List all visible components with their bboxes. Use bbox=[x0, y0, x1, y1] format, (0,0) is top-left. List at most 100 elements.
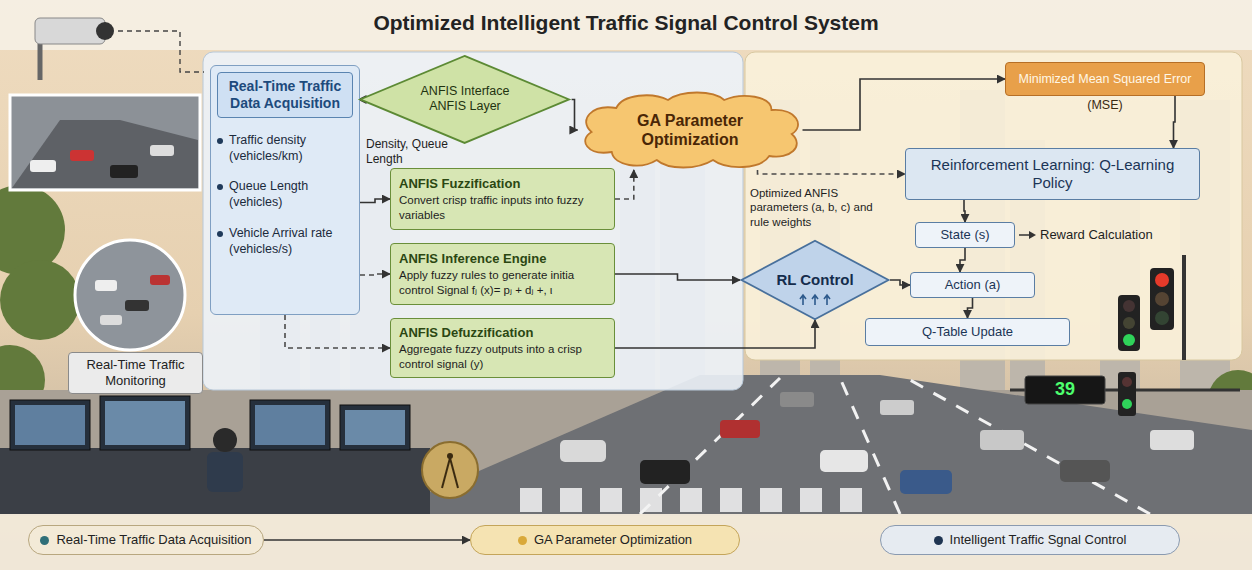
connector bbox=[890, 280, 910, 285]
cars bbox=[900, 470, 952, 494]
crosswalk bbox=[560, 488, 582, 512]
update-box: Q-Table Update bbox=[865, 318, 1070, 346]
optimizer-cloud: GA Parameter Optimization bbox=[578, 90, 803, 170]
traffic-lights bbox=[1123, 334, 1135, 346]
cars bbox=[880, 400, 914, 415]
diamond-label: ANFIS Interface ANFIS Layer bbox=[410, 84, 520, 114]
connector bbox=[572, 100, 578, 131]
traffic-camera bbox=[38, 44, 43, 80]
traffic-lights bbox=[1123, 317, 1135, 329]
bullet-dot bbox=[217, 138, 223, 144]
bullet-row: Queue Length (vehicles) bbox=[217, 178, 353, 211]
box-title: Q-Table Update bbox=[922, 324, 1013, 340]
legend-dot bbox=[518, 536, 527, 545]
input-panel: Real-Time Traffic Data AcquisitionTraffi… bbox=[210, 65, 360, 315]
control-room bbox=[105, 401, 185, 445]
control-room bbox=[255, 405, 325, 445]
box-title: Minimized Mean Squared Error bbox=[1014, 72, 1196, 87]
box-title: ANFIS Fuzzification bbox=[399, 176, 606, 192]
footer-pill: Real-Time Traffic Data Acquisition bbox=[28, 525, 264, 555]
monitor-label: Real-Time Traffic Monitoring bbox=[68, 352, 203, 394]
control-room bbox=[213, 428, 237, 452]
process-box: ANFIS FuzzificationConvert crisp traffic… bbox=[390, 168, 615, 230]
antenna-badge bbox=[422, 442, 478, 498]
cars bbox=[780, 392, 814, 407]
legend-dot bbox=[40, 536, 49, 545]
monitoring-inset bbox=[125, 300, 149, 311]
up-arrow bbox=[824, 295, 830, 305]
result-box: Minimized Mean Squared Error(MSE) bbox=[1005, 62, 1205, 96]
connector bbox=[758, 170, 906, 174]
traffic-photo-inset bbox=[70, 150, 94, 161]
traffic-lights bbox=[1118, 295, 1140, 351]
footer-pill: Intelligent Traffic Sgnal Control bbox=[880, 525, 1180, 555]
control-room bbox=[100, 396, 190, 450]
up-arrow bbox=[800, 295, 806, 305]
box-title: Real-Time Traffic Monitoring bbox=[77, 357, 194, 388]
control-room bbox=[0, 448, 430, 514]
box-title: State (s) bbox=[940, 227, 989, 243]
shape-text-frame: ANFIS Interface ANFIS Layer bbox=[358, 55, 571, 144]
antenna-badge bbox=[422, 442, 478, 498]
cars bbox=[720, 420, 760, 438]
traffic-camera bbox=[118, 31, 204, 72]
traffic-lights bbox=[1155, 292, 1169, 306]
state-box: State (s) bbox=[915, 222, 1015, 248]
lane-markings bbox=[640, 378, 1150, 514]
decision-diamond: ANFIS Interface ANFIS Layer bbox=[358, 55, 571, 144]
countdown-number: 39 bbox=[1025, 378, 1105, 401]
cars bbox=[820, 450, 868, 472]
flow-annotation: Density, Queue Length bbox=[366, 137, 448, 167]
crosswalk bbox=[840, 488, 862, 512]
cloud-label: GA Parameter Optimization bbox=[615, 111, 765, 149]
bullet-dot bbox=[217, 231, 223, 237]
title-band bbox=[0, 0, 1252, 50]
control-room bbox=[340, 405, 410, 450]
connector bbox=[285, 315, 390, 348]
monitoring-inset bbox=[75, 240, 185, 350]
action-box: Action (a) bbox=[910, 272, 1035, 298]
connector bbox=[1174, 96, 1176, 148]
policy-box: Reinforcement Learning: Q-Learning Polic… bbox=[905, 148, 1200, 200]
bullet-text: Vehicle Arrival rate (vehicles/s) bbox=[229, 225, 353, 258]
box-title: Reinforcement Learning: Q-Learning Polic… bbox=[914, 156, 1191, 192]
process-box: ANFIS DefuzzificationAggregate fuzzy out… bbox=[390, 318, 615, 378]
box-title: ANFIS Defuzzification bbox=[399, 325, 606, 341]
connector bbox=[960, 248, 965, 272]
traffic-lights bbox=[1123, 300, 1135, 312]
traffic-camera bbox=[35, 18, 204, 80]
box-subcaption: (MSE) bbox=[1006, 98, 1204, 113]
crosswalk bbox=[600, 488, 622, 512]
antenna-badge bbox=[442, 458, 450, 488]
legend-dot bbox=[934, 536, 943, 545]
cloud-shape bbox=[585, 93, 798, 168]
control-room bbox=[15, 405, 85, 445]
bullet-dot bbox=[217, 184, 223, 190]
footer-band bbox=[0, 514, 1252, 570]
lane-markings bbox=[640, 378, 780, 514]
monitoring-inset bbox=[100, 315, 122, 325]
process-box: ANFIS Inference EngineApply fuzzy rules … bbox=[390, 243, 615, 305]
box-body: Aggregate fuzzy outputs into a crisp con… bbox=[399, 342, 606, 371]
crosswalk bbox=[680, 488, 702, 512]
cloud-outline bbox=[578, 90, 803, 170]
box-body: Apply fuzzy rules to generate initia con… bbox=[399, 268, 606, 297]
traffic-photo-inset bbox=[10, 95, 200, 190]
pill-label: GA Parameter Optimization bbox=[534, 532, 692, 548]
crosswalk bbox=[720, 488, 742, 512]
pill-label: Intelligent Traffic Sgnal Control bbox=[950, 532, 1127, 548]
reward-label: Reward Calculation bbox=[1040, 227, 1180, 243]
diagram-title: Optimized Intelligent Traffic Signal Con… bbox=[0, 10, 1252, 35]
box-body: Convert crisp traffic inputs into fuzzy … bbox=[399, 193, 606, 222]
connector bbox=[264, 539, 470, 541]
pill-label: Real-Time Traffic Data Acquisition bbox=[56, 532, 251, 548]
traffic-lights bbox=[1155, 311, 1169, 325]
connector bbox=[615, 274, 740, 280]
traffic-camera bbox=[96, 22, 114, 40]
up-arrow bbox=[812, 295, 818, 305]
control-room bbox=[207, 452, 243, 492]
traffic-lights bbox=[1182, 255, 1186, 360]
footer-pill: GA Parameter Optimization bbox=[470, 525, 740, 555]
crosswalk bbox=[760, 488, 782, 512]
